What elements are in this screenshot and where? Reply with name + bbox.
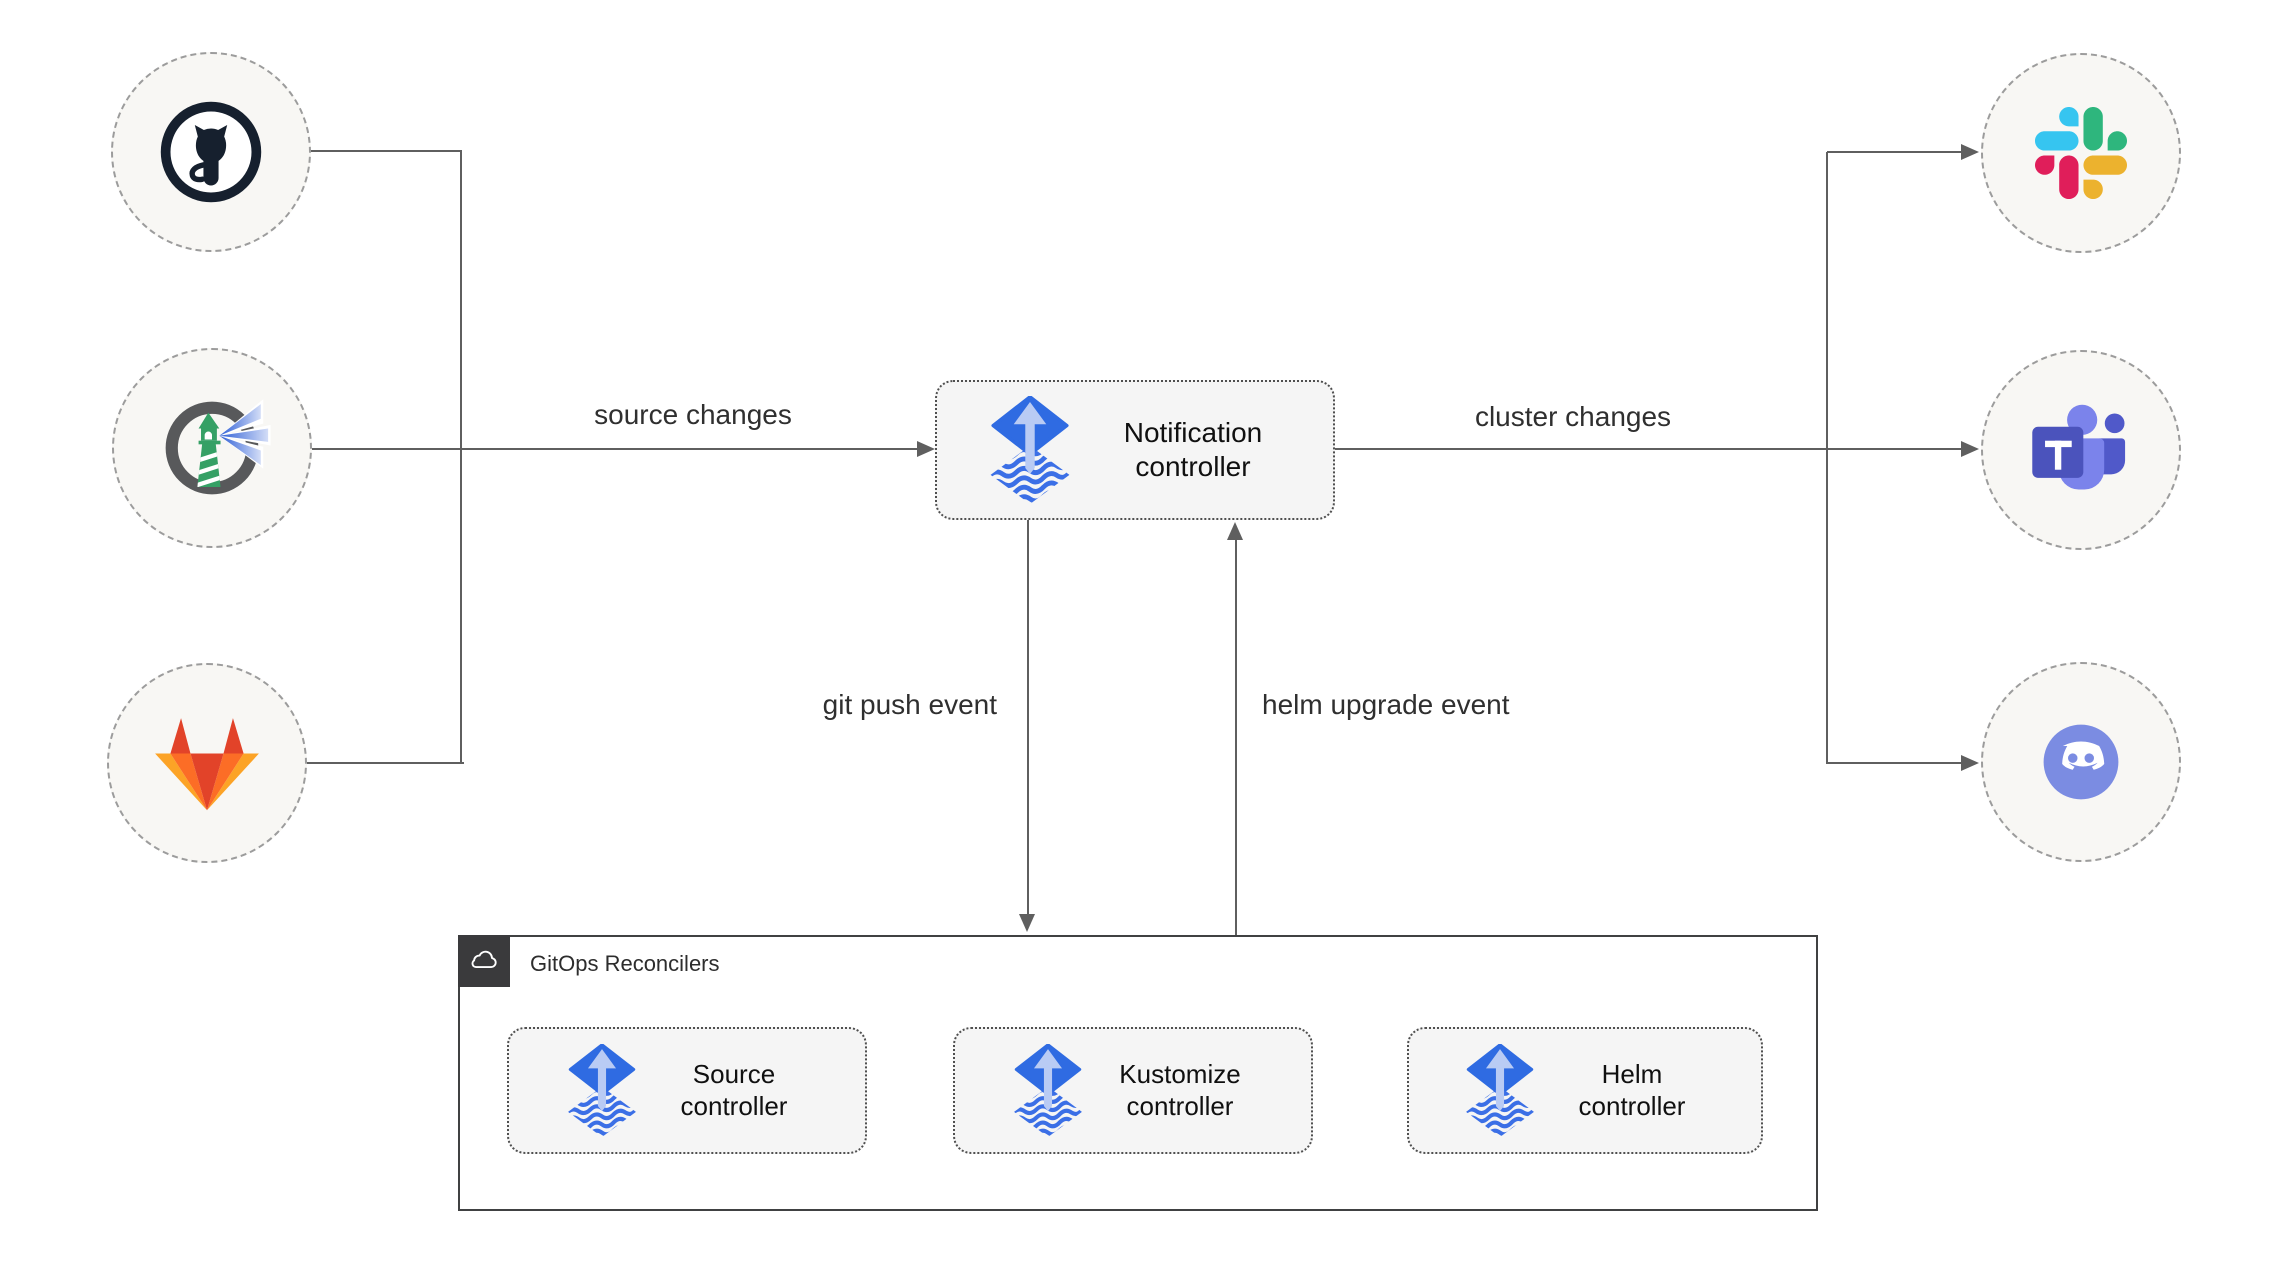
gitops-group-tab	[458, 935, 510, 987]
gitlab-icon	[148, 704, 266, 822]
arrowhead-into-reconcilers	[1019, 914, 1035, 932]
flux-icon	[565, 1044, 639, 1137]
cloud-icon	[465, 942, 503, 980]
arrowhead-into-teams	[1961, 441, 1979, 457]
notification-controller-label: Notification controller	[1123, 416, 1263, 482]
edge-source-changes-line	[312, 448, 918, 450]
flux-icon	[1463, 1044, 1537, 1137]
node-github	[111, 52, 311, 252]
node-helm-controller: Helm controller	[1407, 1027, 1763, 1154]
edge-cluster-changes-line	[1335, 448, 1961, 450]
edge-helm-upgrade-line	[1235, 540, 1237, 935]
gitops-group-title: GitOps Reconcilers	[530, 951, 720, 976]
node-kustomize-controller: Kustomize controller	[953, 1027, 1313, 1154]
arrowhead-into-notification	[917, 441, 935, 457]
edge-label-source-changes: source changes	[594, 399, 792, 430]
helm-controller-label: Helm controller	[1578, 1058, 1686, 1121]
flux-icon	[987, 396, 1073, 504]
edge-git-push-line	[1027, 520, 1029, 914]
arrowhead-into-discord	[1961, 755, 1979, 771]
arrowhead-into-notification-bottom	[1227, 522, 1243, 540]
node-harbor	[112, 348, 312, 548]
node-notification-controller: Notification controller	[935, 380, 1335, 520]
edge-label-helm-upgrade-event: helm upgrade event	[1262, 689, 1510, 720]
node-gitlab	[107, 663, 307, 863]
node-discord	[1981, 662, 2181, 862]
source-controller-label: Source controller	[680, 1058, 788, 1121]
edge-right-bus	[1826, 152, 1828, 764]
edge-left-bus	[460, 150, 462, 764]
edge-bus-to-discord	[1827, 762, 1963, 764]
edge-bus-to-slack	[1827, 151, 1963, 153]
node-source-controller: Source controller	[507, 1027, 867, 1154]
slack-icon	[2035, 107, 2127, 199]
discord-icon	[2026, 707, 2136, 817]
harbor-icon	[151, 387, 273, 509]
edge-label-git-push-event: git push event	[822, 689, 997, 720]
teams-icon	[2023, 392, 2139, 508]
github-icon	[157, 98, 265, 206]
kustomize-controller-label: Kustomize controller	[1119, 1058, 1241, 1121]
edge-label-cluster-changes: cluster changes	[1474, 401, 1672, 432]
arrowhead-into-slack	[1961, 144, 1979, 160]
edge-github-to-bus	[311, 150, 462, 152]
node-teams	[1981, 350, 2181, 550]
edge-gitlab-to-bus	[307, 762, 464, 764]
flux-icon	[1011, 1044, 1085, 1137]
node-slack	[1981, 53, 2181, 253]
